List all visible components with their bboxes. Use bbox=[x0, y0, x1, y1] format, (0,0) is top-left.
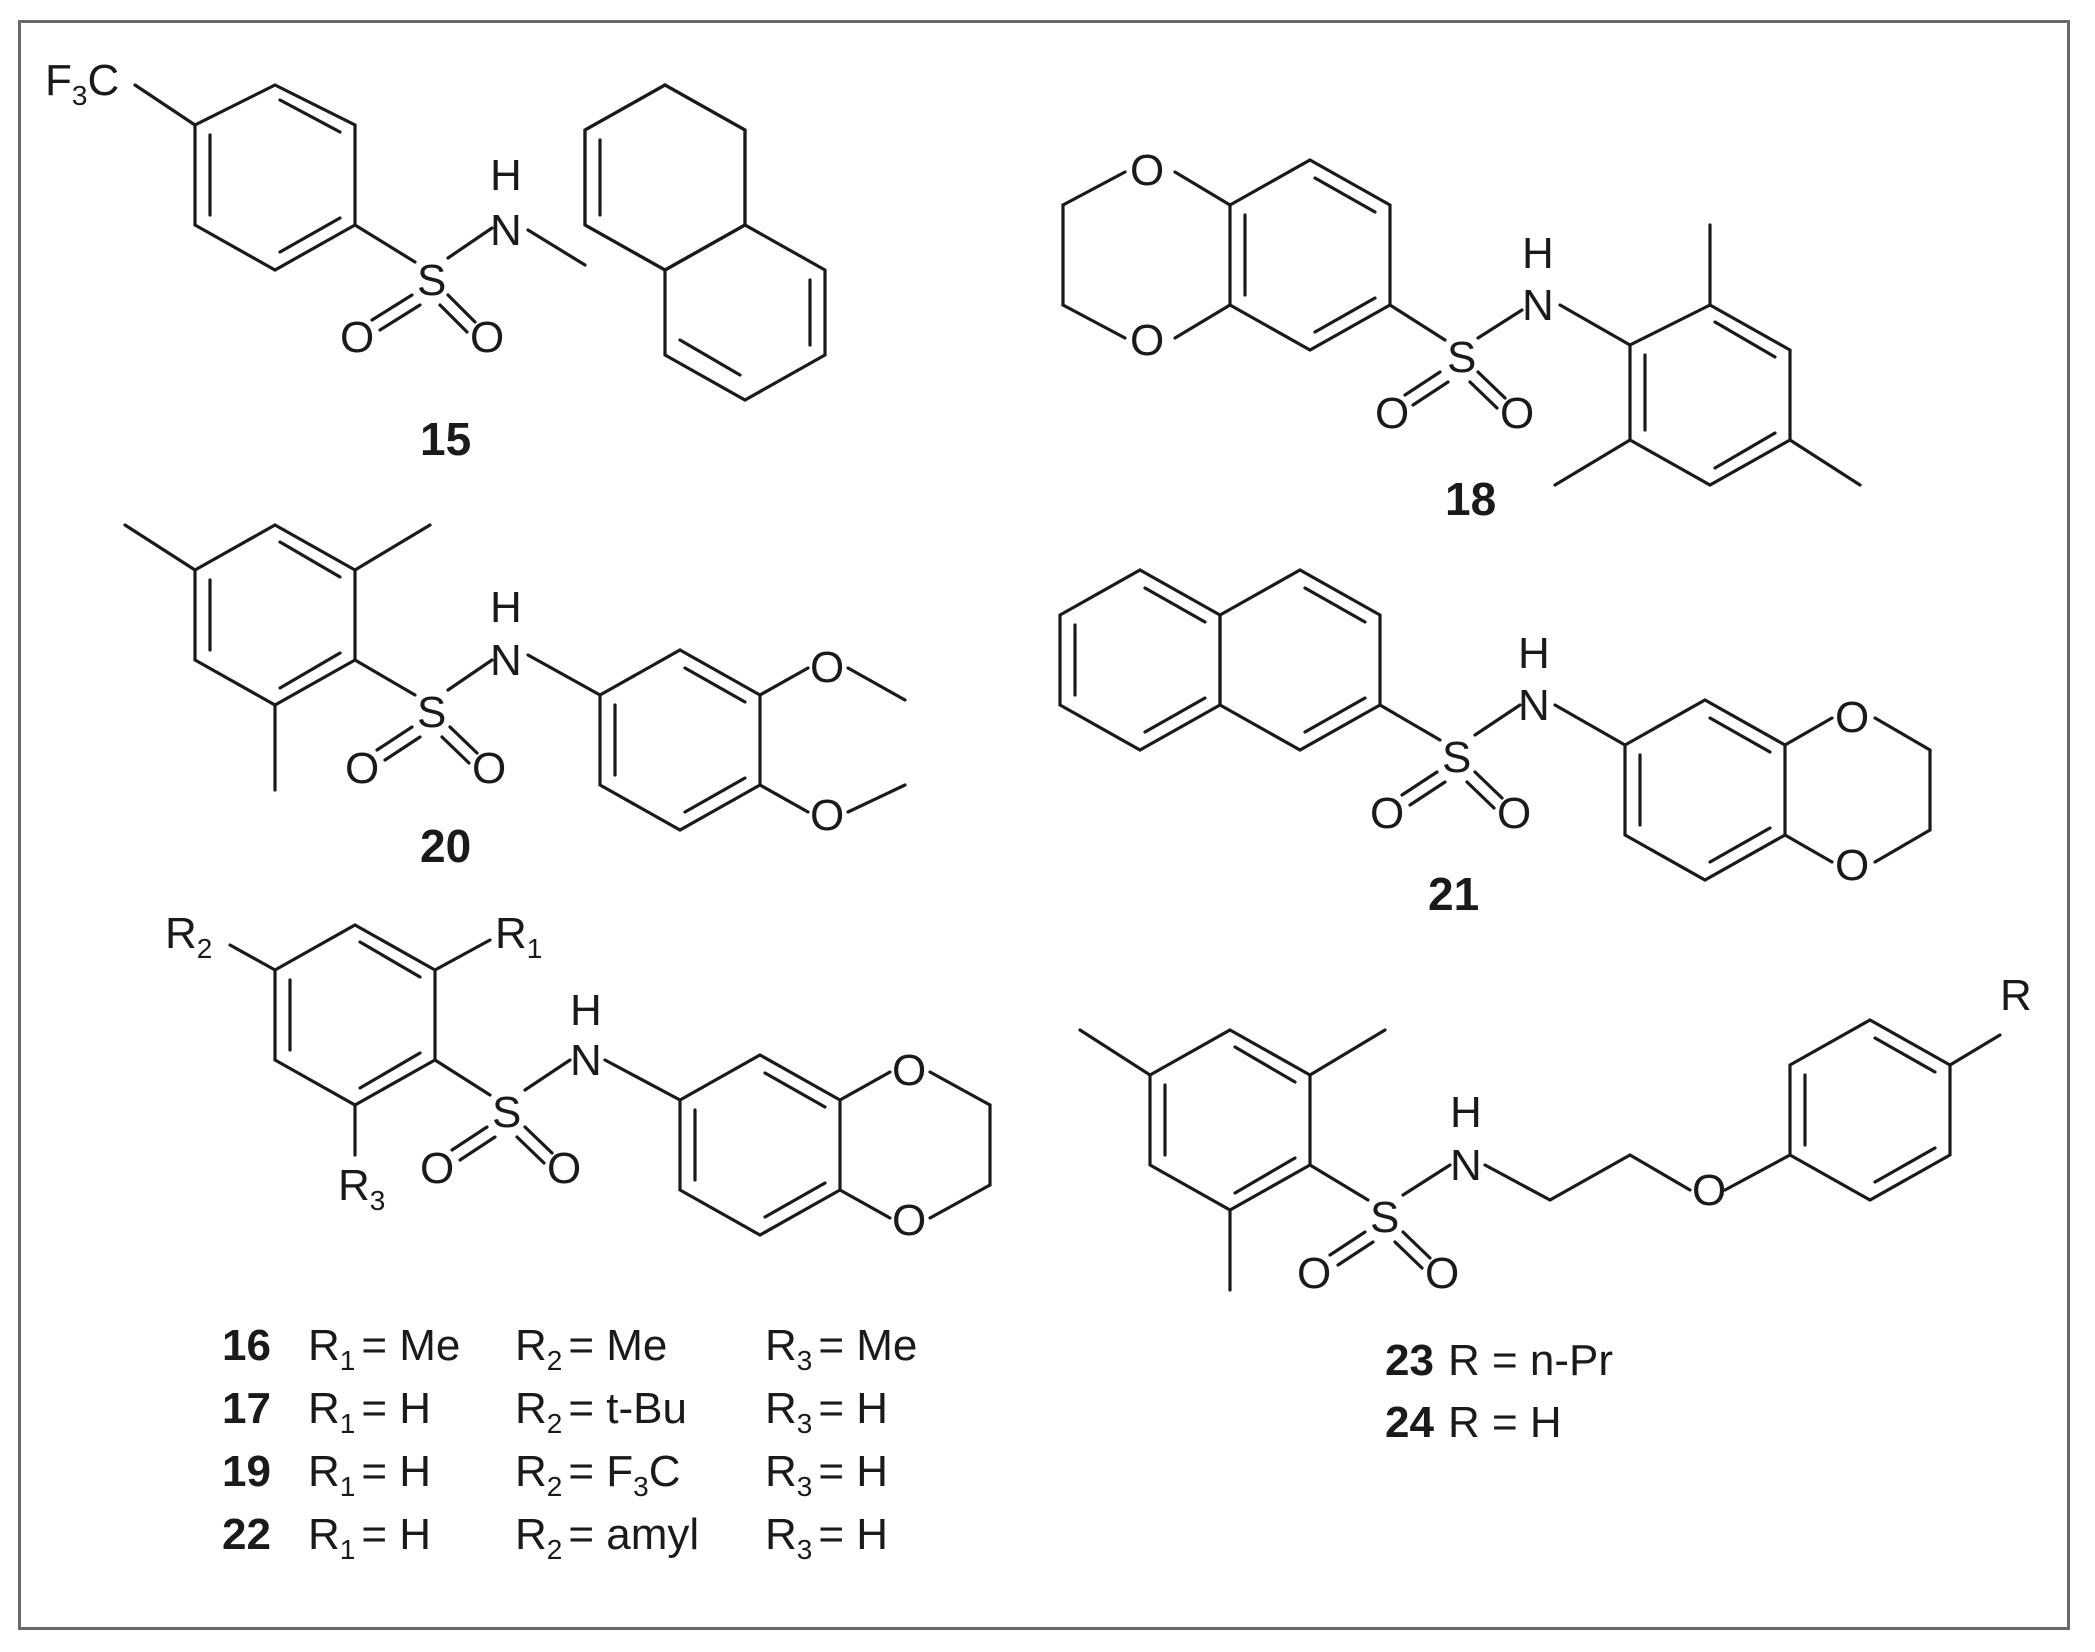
sulfur-16: S bbox=[492, 1088, 521, 1137]
row-id: 16 bbox=[222, 1321, 271, 1370]
oxygen-21b: O bbox=[1497, 789, 1531, 838]
row-id: 19 bbox=[222, 1447, 271, 1496]
oxygen-16-top: O bbox=[892, 1046, 926, 1095]
oxygen-21-top: O bbox=[1835, 693, 1869, 742]
compound-20 bbox=[123, 523, 907, 832]
oxygen-18-top: O bbox=[1130, 146, 1164, 195]
nh-n-18: N bbox=[1522, 281, 1554, 330]
nh-n-20: N bbox=[490, 636, 522, 685]
compound-16-template bbox=[228, 923, 992, 1237]
sulfur-23: S bbox=[1370, 1193, 1399, 1242]
nh-n-21: N bbox=[1518, 681, 1550, 730]
ether-oxygen-23: O bbox=[1692, 1166, 1726, 1215]
nh-h-18: H bbox=[1522, 229, 1554, 278]
methoxy-oxygen-20b: O bbox=[810, 791, 844, 840]
row-id: 17 bbox=[222, 1384, 271, 1433]
compound-15-naphthalene bbox=[583, 83, 747, 272]
cf3-label: F3C bbox=[45, 56, 119, 111]
sulfur-15: S bbox=[417, 256, 446, 305]
nh-h-23: H bbox=[1450, 1088, 1482, 1137]
sulfur-18: S bbox=[1447, 333, 1476, 382]
oxygen-21a: O bbox=[1370, 789, 1404, 838]
sulfur-20: S bbox=[417, 688, 446, 737]
oxygen-21-bottom: O bbox=[1835, 841, 1869, 890]
oxygen-18a: O bbox=[1375, 389, 1409, 438]
r2-label: R2 bbox=[165, 909, 212, 964]
oxygen-18-bottom: O bbox=[1130, 316, 1164, 365]
compound-id-15: 15 bbox=[420, 413, 471, 465]
nh-n-15: N bbox=[490, 206, 522, 255]
oxygen-18b: O bbox=[1500, 389, 1534, 438]
nh-n-16: N bbox=[570, 1036, 602, 1085]
oxygen-16-bottom: O bbox=[892, 1196, 926, 1245]
compound-id-20: 20 bbox=[420, 820, 471, 872]
row-id: 22 bbox=[222, 1510, 271, 1559]
r1-label: R1 bbox=[495, 909, 542, 964]
compound-id-18: 18 bbox=[1445, 473, 1496, 525]
nh-h-20: H bbox=[490, 583, 522, 632]
compound-id-21: 21 bbox=[1428, 868, 1479, 920]
oxygen-16a: O bbox=[420, 1144, 454, 1193]
oxygen-15a: O bbox=[340, 313, 374, 362]
oxygen-15b: O bbox=[470, 313, 504, 362]
nh-h-15: H bbox=[490, 151, 522, 200]
oxygen-16b: O bbox=[547, 1144, 581, 1193]
nh-h-16: H bbox=[570, 986, 602, 1035]
oxygen-20a: O bbox=[345, 744, 379, 793]
oxygen-20b: O bbox=[472, 744, 506, 793]
compound-21 bbox=[1058, 568, 1932, 882]
compound-18 bbox=[1061, 158, 1862, 487]
nh-n-23: N bbox=[1450, 1141, 1482, 1190]
r-label: R bbox=[2000, 971, 2032, 1020]
sulfur-21: S bbox=[1442, 733, 1471, 782]
compound-23-template bbox=[1078, 1018, 2002, 1292]
methoxy-oxygen-20a: O bbox=[810, 643, 844, 692]
oxygen-23b: O bbox=[1425, 1249, 1459, 1298]
r3-label: R3 bbox=[338, 1161, 385, 1216]
atom-labels: F3C H N S O O 15 O O H N S O O 18 H N S … bbox=[45, 56, 2032, 1298]
nh-h-21: H bbox=[1518, 629, 1550, 678]
oxygen-23a: O bbox=[1297, 1249, 1331, 1298]
figure-frame bbox=[18, 20, 2070, 1630]
